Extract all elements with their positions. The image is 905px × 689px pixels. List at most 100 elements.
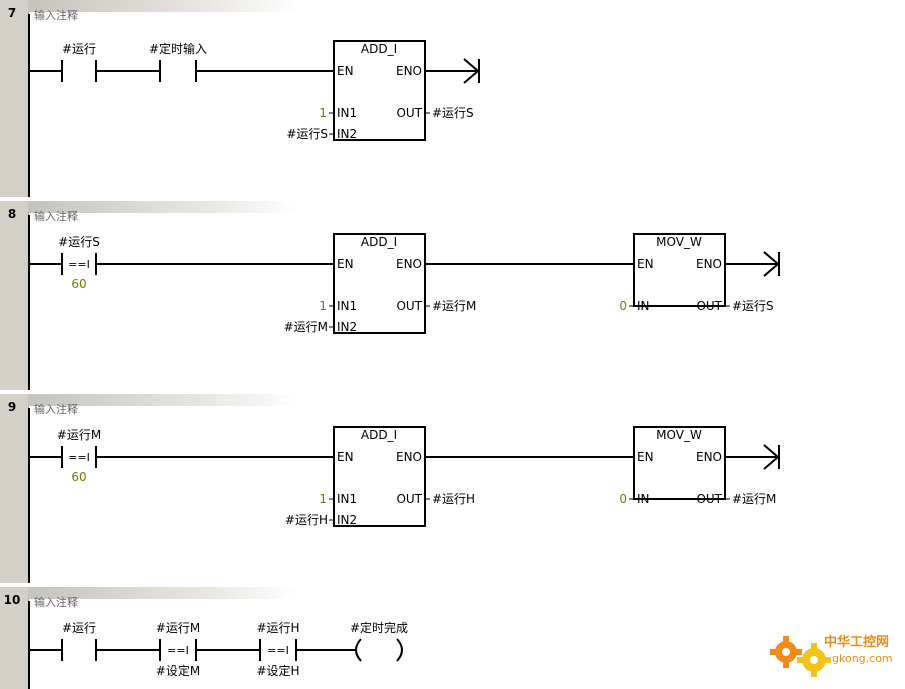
pin-out: OUT (396, 299, 422, 313)
network-9[interactable]: 9 输入注释 #运行M ==I 60 ADD_I EN ENO IN1 IN2 … (0, 394, 905, 583)
contact-timer-input[interactable]: #定时输入 (149, 41, 207, 82)
network-header (28, 394, 298, 406)
contact-label: #定时输入 (149, 41, 207, 56)
watermark-url: gkong.com (832, 652, 893, 665)
gkong-watermark-logo: 中华工控网 gkong.com (770, 634, 893, 677)
network-number[interactable]: 7 (7, 6, 17, 20)
power-rail (28, 215, 30, 390)
network-number[interactable]: 8 (7, 207, 17, 221)
block-name: ADD_I (361, 235, 397, 249)
network-10[interactable]: 10 输入注释 #运行 #运行M ==I #设定M #运行H ==I #设定H (0, 587, 905, 689)
pin-out: OUT (696, 492, 722, 506)
coil-timer-done[interactable]: #定时完成 (350, 620, 408, 662)
pin-in2: IN2 (337, 513, 357, 527)
operand-out[interactable]: #运行S (432, 106, 474, 120)
pin-en: EN (637, 450, 654, 464)
ladder-rung: #运行 #运行M ==I #设定M #运行H ==I #设定H #定时完成 (30, 620, 408, 678)
watermark-brand: 中华工控网 (824, 634, 889, 650)
ladder-rung: #运行M ==I 60 ADD_I EN ENO IN1 IN2 OUT 1 #… (30, 426, 780, 527)
contact-label: #运行 (62, 42, 96, 56)
operand-out[interactable]: #运行S (732, 299, 774, 313)
contact-run[interactable]: #运行 (61, 621, 97, 661)
block-add-i[interactable]: ADD_I EN ENO IN1 IN2 OUT (333, 40, 426, 141)
ladder-rung: #运行S ==I 60 ADD_I EN ENO IN1 IN2 OUT 1 #… (30, 233, 780, 334)
power-rail (28, 601, 30, 689)
operand-in2[interactable]: #运行H (285, 513, 328, 527)
compare-contact-run-m[interactable]: #运行M ==I #设定M (156, 621, 200, 678)
rung-end-arrow (463, 58, 480, 84)
pin-eno: ENO (396, 257, 422, 271)
network-8[interactable]: 8 输入注释 #运行S ==I 60 ADD_I EN ENO IN1 IN2 … (0, 201, 905, 390)
block-name: MOV_W (656, 235, 702, 249)
network-header (28, 0, 298, 12)
rung-end-arrow (763, 251, 780, 277)
rung-end-arrow (763, 444, 780, 470)
gear-icon (770, 636, 831, 677)
block-name: ADD_I (361, 42, 397, 56)
network-comment[interactable]: 输入注释 (34, 9, 78, 22)
network-comment[interactable]: 输入注释 (34, 403, 78, 416)
compare-value: #设定H (256, 663, 299, 678)
network-number[interactable]: 9 (7, 400, 17, 414)
network-header (28, 587, 298, 599)
pin-in: IN (637, 492, 650, 506)
operand-in[interactable]: 0 (619, 492, 627, 506)
network-comment[interactable]: 输入注释 (34, 210, 78, 223)
compare-value: #设定M (156, 663, 200, 678)
pin-in2: IN2 (337, 320, 357, 334)
operand-in2[interactable]: #运行M (284, 320, 328, 334)
block-add-i[interactable]: ADD_I EN ENO IN1 IN2 OUT (333, 426, 426, 527)
network-number[interactable]: 10 (3, 593, 21, 607)
coil-label: #定时完成 (350, 620, 408, 635)
pin-eno: ENO (396, 64, 422, 78)
contact-run[interactable]: #运行 (61, 42, 97, 82)
compare-operator: ==I (68, 451, 90, 464)
compare-operator: ==I (267, 644, 289, 657)
compare-contact-run-s[interactable]: #运行S ==I 60 (58, 235, 100, 291)
block-add-i[interactable]: ADD_I EN ENO IN1 IN2 OUT (333, 233, 426, 334)
pin-en: EN (337, 64, 354, 78)
power-rail (28, 408, 30, 583)
block-mov-w[interactable]: MOV_W EN ENO IN OUT (633, 233, 726, 313)
contact-label: #运行M (156, 621, 200, 635)
pin-in1: IN1 (337, 492, 357, 506)
operand-in[interactable]: 0 (619, 299, 627, 313)
compare-value: 60 (71, 470, 86, 484)
pin-in1: IN1 (337, 299, 357, 313)
network-7[interactable]: 7 输入注释 #运行 #定时输入 ADD_I EN ENO IN1 IN2 OU… (0, 0, 905, 197)
operand-out[interactable]: #运行M (432, 299, 476, 313)
pin-eno: ENO (696, 450, 722, 464)
pin-en: EN (337, 257, 354, 271)
power-rail (28, 14, 30, 197)
operand-in2[interactable]: #运行S (286, 127, 328, 141)
pin-out: OUT (696, 299, 722, 313)
compare-contact-run-h[interactable]: #运行H ==I #设定H (256, 621, 299, 678)
block-mov-w[interactable]: MOV_W EN ENO IN OUT (633, 426, 726, 506)
compare-operator: ==I (68, 258, 90, 271)
operand-out[interactable]: #运行M (732, 492, 776, 506)
pin-out: OUT (396, 492, 422, 506)
operand-in1[interactable]: 1 (319, 106, 327, 120)
pin-in1: IN1 (337, 106, 357, 120)
operand-in1[interactable]: 1 (319, 492, 327, 506)
network-comment[interactable]: 输入注释 (34, 596, 78, 609)
network-gutter (0, 201, 28, 390)
network-gutter (0, 394, 28, 583)
pin-en: EN (637, 257, 654, 271)
compare-contact-run-m[interactable]: #运行M ==I 60 (57, 428, 101, 484)
pin-eno: ENO (396, 450, 422, 464)
pin-in: IN (637, 299, 650, 313)
contact-label: #运行S (58, 235, 100, 249)
pin-en: EN (337, 450, 354, 464)
operand-out[interactable]: #运行H (432, 492, 475, 506)
network-gutter (0, 587, 28, 689)
pin-in2: IN2 (337, 127, 357, 141)
pin-out: OUT (396, 106, 422, 120)
contact-label: #运行 (62, 621, 96, 635)
operand-in1[interactable]: 1 (319, 299, 327, 313)
block-name: MOV_W (656, 428, 702, 442)
compare-value: 60 (71, 277, 86, 291)
block-name: ADD_I (361, 428, 397, 442)
pin-eno: ENO (696, 257, 722, 271)
